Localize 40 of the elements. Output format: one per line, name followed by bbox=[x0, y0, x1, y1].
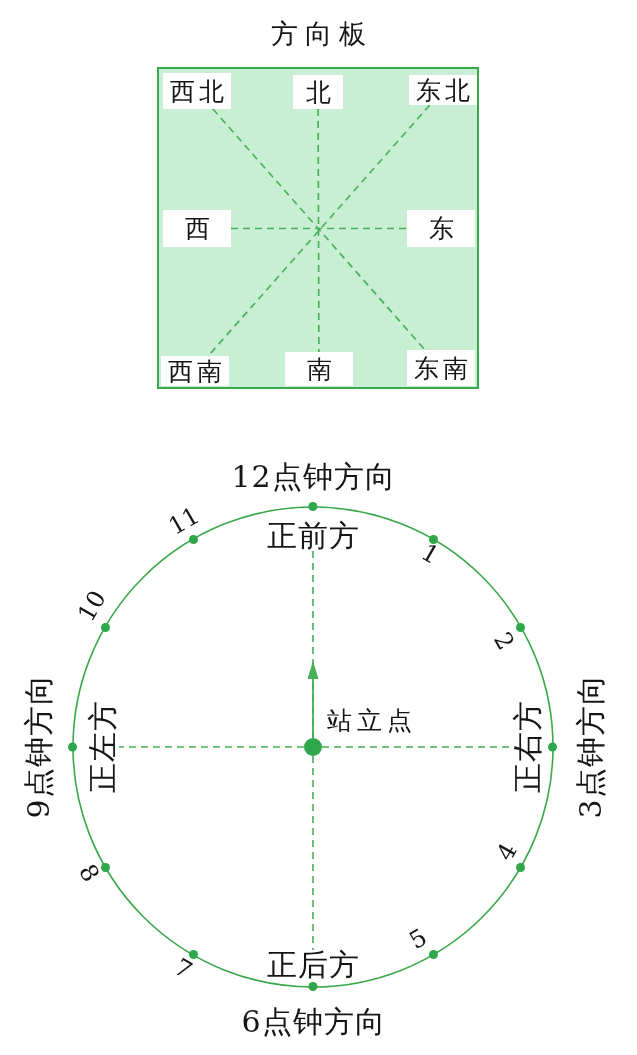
hour-dot-icon bbox=[516, 862, 526, 872]
hour-number: 8 bbox=[74, 860, 104, 886]
hour-number: 7 bbox=[170, 954, 196, 984]
direction-label: 3点钟方向 bbox=[575, 674, 607, 820]
hour-dot-icon bbox=[428, 950, 438, 960]
compass-label: 东北 bbox=[409, 75, 477, 105]
hour-dot-icon bbox=[188, 534, 198, 544]
direction-label: 正后方 bbox=[266, 950, 360, 980]
point-label: 站立点 bbox=[327, 705, 417, 737]
hour-dot-icon bbox=[428, 534, 438, 544]
hour-number: 10 bbox=[73, 586, 111, 626]
dashed-line bbox=[312, 755, 314, 951]
direction-label: 6点钟方向 bbox=[240, 1007, 386, 1037]
dashed-line bbox=[317, 108, 320, 353]
hour-number: 11 bbox=[164, 502, 204, 540]
direction-label: 正右方 bbox=[512, 700, 544, 794]
hour-dot-icon bbox=[516, 622, 526, 632]
compass-label: 西南 bbox=[161, 356, 229, 386]
hour-number: 5 bbox=[405, 924, 431, 954]
hour-number: 4 bbox=[492, 839, 522, 865]
center-dot-icon bbox=[304, 738, 322, 756]
dashed-line bbox=[230, 227, 408, 230]
hour-dot-icon bbox=[100, 862, 110, 872]
hour-number: 1 bbox=[417, 539, 443, 569]
direction-label: 正前方 bbox=[266, 521, 360, 551]
direction-label: 12点钟方向 bbox=[230, 462, 396, 492]
hour-dot-icon bbox=[188, 950, 198, 960]
hour-dot-icon bbox=[100, 622, 110, 632]
compass-label: 北 bbox=[293, 75, 343, 109]
board-title: 方向板 bbox=[269, 17, 373, 51]
direction-label: 正左方 bbox=[87, 700, 119, 794]
arrow bbox=[307, 661, 319, 739]
compass-label: 西 bbox=[163, 210, 231, 247]
dashed-line bbox=[118, 746, 305, 748]
compass-label: 东 bbox=[407, 210, 475, 247]
hour-number: 2 bbox=[489, 628, 519, 654]
compass-label: 西北 bbox=[163, 73, 231, 109]
compass-label: 东南 bbox=[407, 350, 475, 386]
direction-label: 9点钟方向 bbox=[23, 674, 55, 820]
compass-label: 南 bbox=[285, 352, 353, 386]
